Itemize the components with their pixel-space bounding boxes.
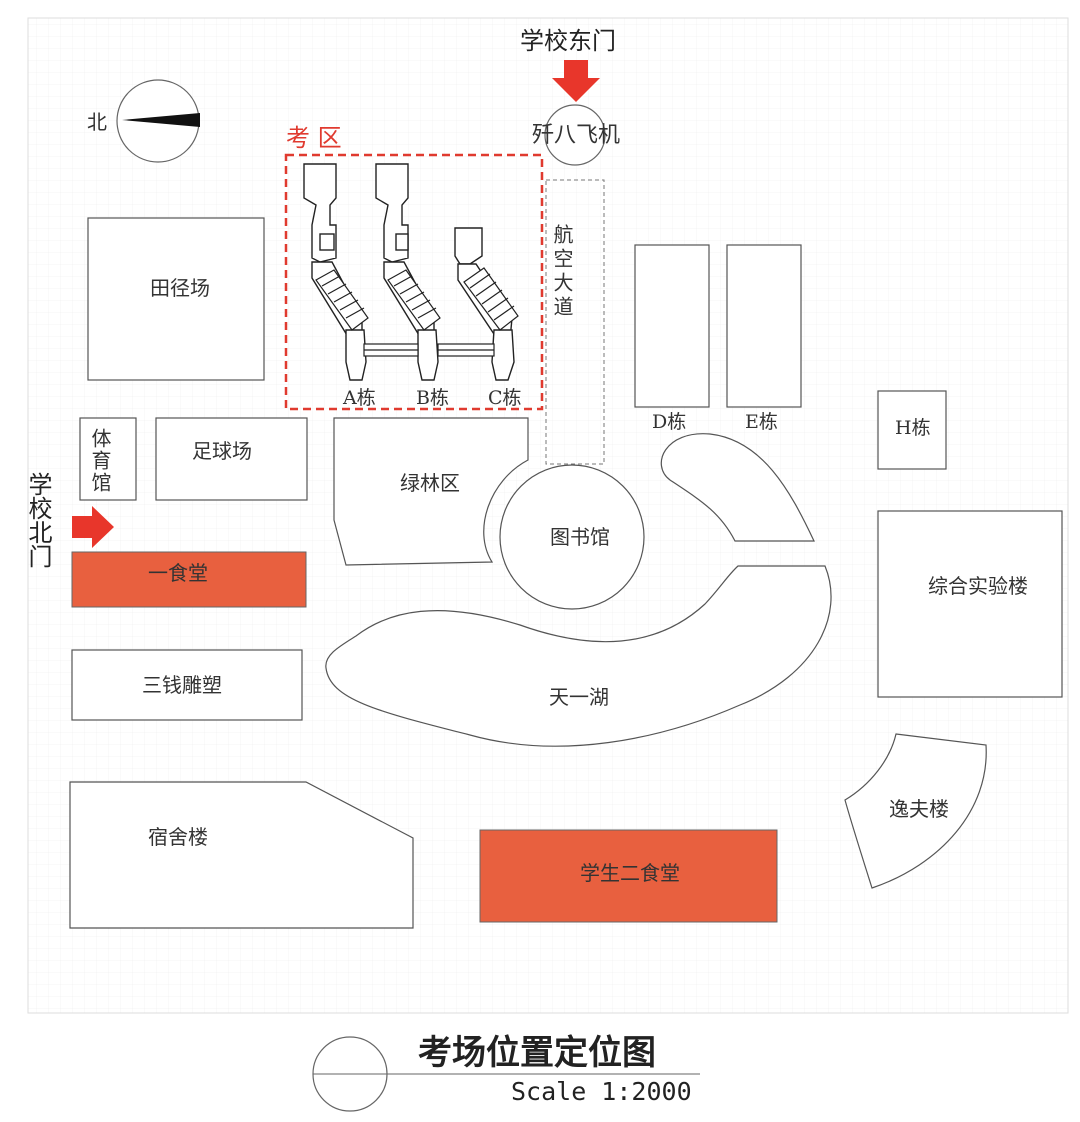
tianyi-lake[interactable]: 天一湖: [325, 565, 832, 747]
exam-zone[interactable]: 考 区: [284, 124, 544, 411]
map-title: 考场位置定位图: [418, 1033, 656, 1073]
building-e[interactable]: E栋: [726, 244, 802, 433]
tianyi-lake-label: 天一湖: [549, 685, 609, 709]
aviation-avenue[interactable]: 航空大道: [545, 179, 605, 465]
building-a-wing: [315, 269, 369, 331]
exam-zone-label: 考 区: [286, 124, 342, 152]
building-corridors: [363, 343, 495, 357]
plane-monument[interactable]: 歼八飞机: [532, 104, 620, 166]
building-d-label: D栋: [652, 411, 686, 433]
title-block: 考场位置定位图 Scale 1:2000: [312, 1033, 700, 1112]
building-h-label: H栋: [895, 417, 931, 439]
dormitory-label: 宿舍楼: [148, 825, 208, 849]
dormitory[interactable]: 宿舍楼: [69, 781, 414, 929]
canteen-1[interactable]: 一食堂: [71, 551, 307, 608]
canteen-1-label: 一食堂: [148, 561, 208, 585]
building-a-label: A栋: [342, 387, 376, 409]
gymnasium-label: 体育馆: [88, 428, 112, 494]
building-c-label: C栋: [488, 387, 522, 409]
football-field-label: 足球场: [192, 439, 252, 463]
building-b-label: B栋: [416, 387, 449, 409]
compass: 北: [87, 79, 200, 163]
green-patch: [660, 433, 815, 542]
library[interactable]: 图书馆: [499, 464, 645, 610]
football-field[interactable]: 足球场: [155, 417, 308, 501]
avenue-label: 航空大道: [550, 224, 574, 320]
lab-building-label: 综合实验楼: [928, 574, 1028, 598]
east-gate[interactable]: 学校东门: [520, 27, 616, 102]
map-scale: Scale 1:2000: [511, 1077, 692, 1106]
east-gate-label: 学校东门: [520, 27, 616, 55]
building-h[interactable]: H栋: [877, 390, 947, 470]
library-label: 图书馆: [550, 525, 610, 549]
gymnasium[interactable]: 体育馆: [79, 417, 137, 501]
track-field[interactable]: 田径场: [87, 217, 265, 381]
sculpture[interactable]: 三钱雕塑: [71, 649, 303, 721]
east-gate-arrow-icon: [552, 60, 600, 102]
north-gate-label: 学校北门: [24, 472, 52, 568]
canteen-2[interactable]: 学生二食堂: [479, 829, 778, 923]
north-gate[interactable]: 学校北门: [24, 472, 114, 568]
yifu-building[interactable]: 逸夫楼: [844, 733, 987, 889]
building-c-wing: [463, 267, 519, 331]
track-field-label: 田径场: [150, 276, 210, 300]
canteen-2-label: 学生二食堂: [580, 861, 680, 885]
lab-building[interactable]: 综合实验楼: [877, 510, 1063, 698]
building-b-wing: [387, 269, 441, 331]
sculpture-label: 三钱雕塑: [142, 673, 222, 697]
green-area-label: 绿林区: [400, 471, 460, 495]
compass-needle-icon: [122, 113, 200, 127]
yifu-building-label: 逸夫楼: [889, 797, 949, 821]
north-gate-arrow-icon: [72, 506, 114, 548]
compass-north-label: 北: [87, 110, 107, 134]
green-area[interactable]: 绿林区: [333, 417, 529, 566]
building-e-label: E栋: [745, 411, 778, 433]
building-d[interactable]: D栋: [634, 244, 710, 433]
plane-label: 歼八飞机: [532, 123, 620, 148]
